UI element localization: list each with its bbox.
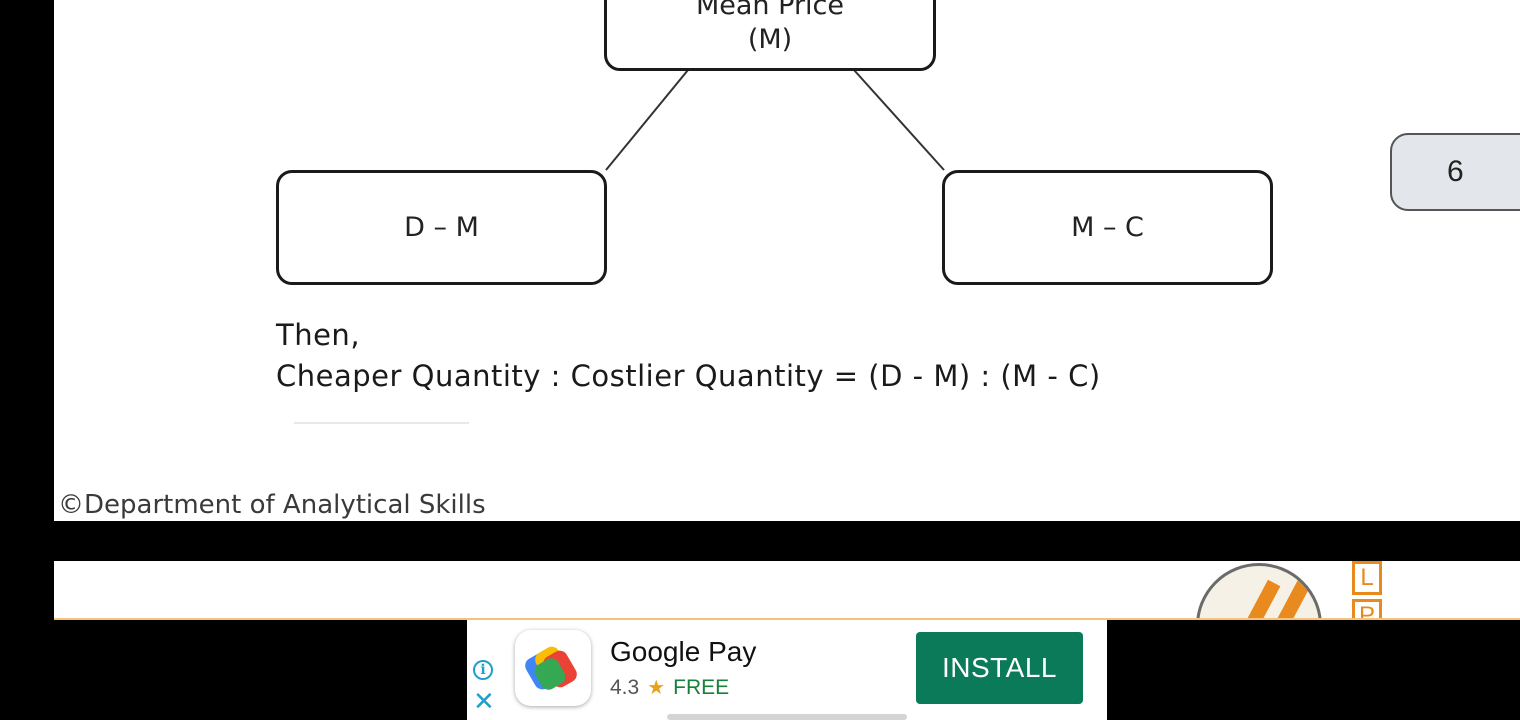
ad-meta: 4.3 ★ FREE <box>610 675 729 700</box>
star-icon: ★ <box>647 677 666 699</box>
university-logo-icon <box>1196 563 1322 620</box>
ratio-formula: Cheaper Quantity : Costlier Quantity = (… <box>276 359 1101 393</box>
slide-divider <box>54 618 1520 620</box>
node-d-minus-m: D – M <box>276 170 607 285</box>
connector-right <box>853 69 945 171</box>
logo-letter-p: P <box>1352 599 1382 620</box>
connector-left <box>605 69 689 171</box>
then-text: Then, <box>276 318 361 352</box>
page-number-badge[interactable]: 6 <box>1390 133 1520 211</box>
copyright-footer: ©Department of Analytical Skills <box>58 490 486 520</box>
node-m-minus-c: M – C <box>942 170 1273 285</box>
ad-price: FREE <box>673 675 730 699</box>
node-mean-price: Mean Price (M) <box>604 0 936 71</box>
diagram-connectors <box>605 69 945 171</box>
node-mean-price-line2: (M) <box>747 23 793 55</box>
google-pay-icon[interactable] <box>515 630 591 706</box>
node-mean-price-line1: Mean Price <box>695 0 844 21</box>
ad-app-name[interactable]: Google Pay <box>610 636 757 667</box>
next-slide-page: L P <box>54 561 1520 620</box>
close-icon[interactable]: ✕ <box>473 687 495 717</box>
ad-rating: 4.3 <box>610 675 640 699</box>
slide-page: Mean Price (M) D – M M – C Then, Cheaper… <box>54 0 1520 521</box>
info-icon[interactable]: i <box>473 660 493 680</box>
install-button[interactable]: INSTALL <box>916 632 1083 704</box>
logo-letter-l: L <box>1352 561 1382 595</box>
ad-progress-bar <box>667 714 907 720</box>
divider <box>294 422 469 424</box>
ad-banner[interactable]: i ✕ Google Pay 4.3 ★ FREE INSTALL <box>467 620 1107 720</box>
